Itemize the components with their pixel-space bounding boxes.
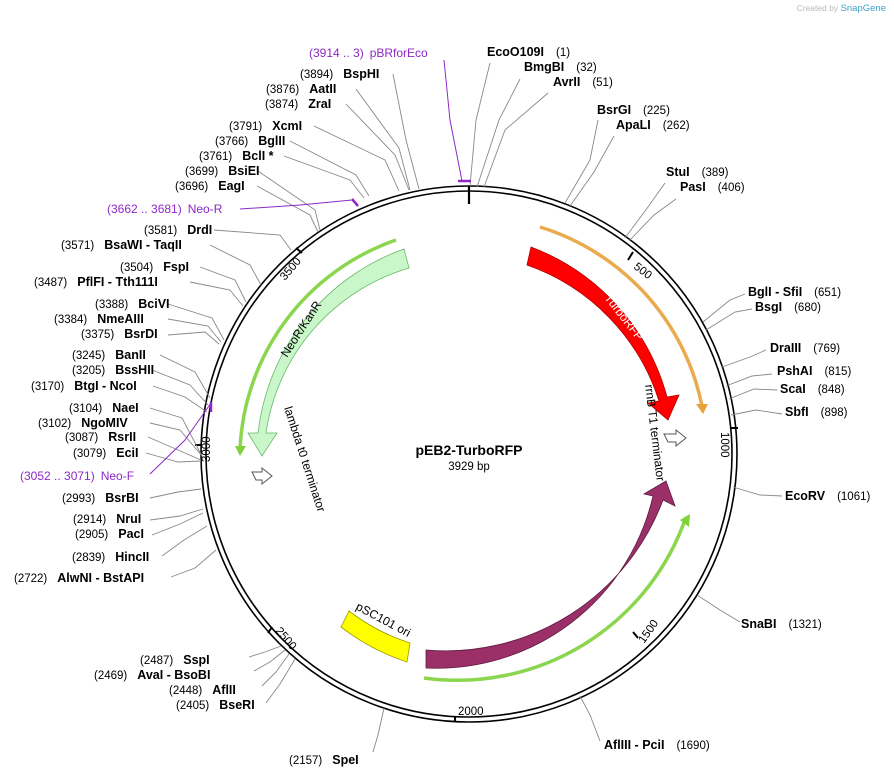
tick-mark-2500 xyxy=(267,626,273,634)
rrnb-terminator-glyph xyxy=(663,428,687,448)
tick-label-2000: 2000 xyxy=(458,706,484,718)
plasmid-size: 3929 bp xyxy=(448,461,490,473)
primer-marks xyxy=(149,59,471,475)
lambda-terminator-label: lambda t0 terminator xyxy=(281,405,328,514)
primer-neo-f-leader xyxy=(149,402,212,475)
enzyme-label: (2157)SpeI xyxy=(289,753,359,767)
turborfp-overlay-arrowhead xyxy=(696,404,708,414)
credit-text: Created by xyxy=(796,3,839,13)
enzyme-label: (2914)NruI xyxy=(73,512,141,526)
enzyme-label: (3102)NgoMIV xyxy=(38,416,128,430)
enzyme-label: (3375)BsrDI xyxy=(81,327,158,341)
enzyme-label: (3791)XcmI xyxy=(229,119,302,133)
neor-overlay-arrowhead xyxy=(235,446,246,456)
enzyme-label: (2993)BsrBI xyxy=(62,491,139,505)
enzyme-label: (3087)RsrII xyxy=(65,430,136,444)
rep101-overlay-arc xyxy=(423,516,688,682)
enzyme-label: SbfI(898) xyxy=(785,405,848,419)
primer-neo-r-mark xyxy=(351,198,359,207)
enzyme-label: BsgI(680) xyxy=(755,300,821,314)
enzyme-label: (2405)BseRI xyxy=(176,698,255,712)
enzyme-label: (2448)AflII xyxy=(169,683,236,697)
enzyme-label: EcoRV(1061) xyxy=(785,489,870,503)
enzyme-label: (3104)NaeI xyxy=(69,401,139,415)
primer-name: Neo-F xyxy=(101,469,134,483)
neor-kanr-label: NeoR/KanR xyxy=(278,298,325,360)
tick-mark-500 xyxy=(627,251,634,261)
neor-overlay-arc xyxy=(238,238,397,451)
enzyme-label: (2469)AvaI - BsoBI xyxy=(94,668,210,682)
enzyme-label: PasI(406) xyxy=(680,180,745,194)
lambda-terminator-glyph xyxy=(251,466,273,486)
enzyme-label: (2905)PacI xyxy=(75,527,144,541)
rep101-overlay-arrowhead xyxy=(680,514,690,527)
enzyme-label: StuI(389) xyxy=(666,165,729,179)
enzyme-label: (3388)BciVI xyxy=(95,297,170,311)
enzyme-label: BglI - SfiI(651) xyxy=(748,285,841,299)
enzyme-labels-right: EcoO109I(1) BmgBI(32) AvrII(51) BsrGI(22… xyxy=(487,45,870,752)
neor-kanr-feature xyxy=(247,248,410,457)
enzyme-label: AvrII(51) xyxy=(553,75,613,89)
turborfp-overlay-arc xyxy=(539,225,704,407)
enzyme-label: EcoO109I(1) xyxy=(487,45,570,59)
primer-labels: (3914 .. 3) pBRforEco (3662 .. 3681) Neo-R… xyxy=(20,46,428,483)
tick-mark-1500 xyxy=(632,631,639,639)
primer-name: Neo-R xyxy=(188,202,223,216)
enzyme-label: (3245)BanII xyxy=(72,348,146,362)
leader-lines xyxy=(145,62,783,753)
tick-label-3500: 3500 xyxy=(278,256,304,283)
enzyme-label: PshAI(815) xyxy=(777,364,851,378)
tick-label-1000: 1000 xyxy=(718,432,730,458)
primer-label-neo-f: (3052 .. 3071) Neo-F xyxy=(20,469,134,483)
enzyme-label: (3894)BspHI xyxy=(300,67,379,81)
snapgene-logo: SnapGene xyxy=(840,3,886,14)
enzyme-label: (3874)ZraI xyxy=(265,97,331,111)
primer-neo-r-leader xyxy=(239,199,353,210)
enzyme-label: ScaI(848) xyxy=(780,382,845,396)
tick-label-3000: 3000 xyxy=(201,436,213,462)
enzyme-label: (3766)BglII xyxy=(215,134,285,148)
primer-range: (3052 .. 3071) xyxy=(20,469,95,483)
enzyme-label: (2722)AlwNI - BstAPI xyxy=(14,571,144,585)
enzyme-label: (3696)EagI xyxy=(175,179,245,193)
enzyme-labels-left: (2157)SpeI (2405)BseRI (2448)AflII (2469… xyxy=(14,67,379,767)
primer-pbrforeco-leader xyxy=(443,59,463,182)
rep101-feature xyxy=(425,480,676,669)
enzyme-label: (3170)BtgI - NcoI xyxy=(31,379,137,393)
enzyme-label: (3571)BsaWI - TaqII xyxy=(61,238,182,252)
enzyme-label: ApaLI(262) xyxy=(616,118,690,132)
enzyme-label: (3205)BssHII xyxy=(72,363,154,377)
enzyme-label: (3504)FspI xyxy=(120,260,189,274)
snapgene-credit: Created by SnapGene xyxy=(797,3,886,14)
tick-mark-3500 xyxy=(295,247,303,254)
enzyme-label: (3487)PflFI - Tth111I xyxy=(34,275,158,289)
enzyme-label: (3699)BsiEI xyxy=(185,164,260,178)
primer-range: (3662 .. 3681) xyxy=(107,202,182,216)
enzyme-label: (3581)DrdI xyxy=(144,223,212,237)
psc101-ori-feature xyxy=(340,610,411,663)
enzyme-label: BsrGI(225) xyxy=(597,103,670,117)
primer-label-neo-r: (3662 .. 3681) Neo-R xyxy=(107,202,223,216)
enzyme-label: DraIII(769) xyxy=(770,341,840,355)
enzyme-label: (3079)EciI xyxy=(73,446,139,460)
tick-label-1500: 1500 xyxy=(637,618,662,646)
enzyme-label: (2839)HincII xyxy=(72,550,149,564)
primer-range: (3914 .. 3) xyxy=(309,46,364,60)
enzyme-label: SnaBI(1321) xyxy=(741,617,822,631)
enzyme-label: BmgBI(32) xyxy=(524,60,597,74)
enzyme-label: (2487)SspI xyxy=(140,653,210,667)
enzyme-label: (3761)BclI * xyxy=(199,149,274,163)
turborfp-feature xyxy=(526,246,680,421)
primer-label-pbrforeco: (3914 .. 3) pBRforEco xyxy=(309,46,428,60)
enzyme-label: (3876)AatII xyxy=(266,82,336,96)
enzyme-label: (3384)NmeAIII xyxy=(54,312,144,326)
primer-name: pBRforEco xyxy=(370,46,428,60)
plasmid-name: pEB2-TurboRFP xyxy=(415,442,522,458)
enzyme-label: AflIII - PciI(1690) xyxy=(604,738,710,752)
